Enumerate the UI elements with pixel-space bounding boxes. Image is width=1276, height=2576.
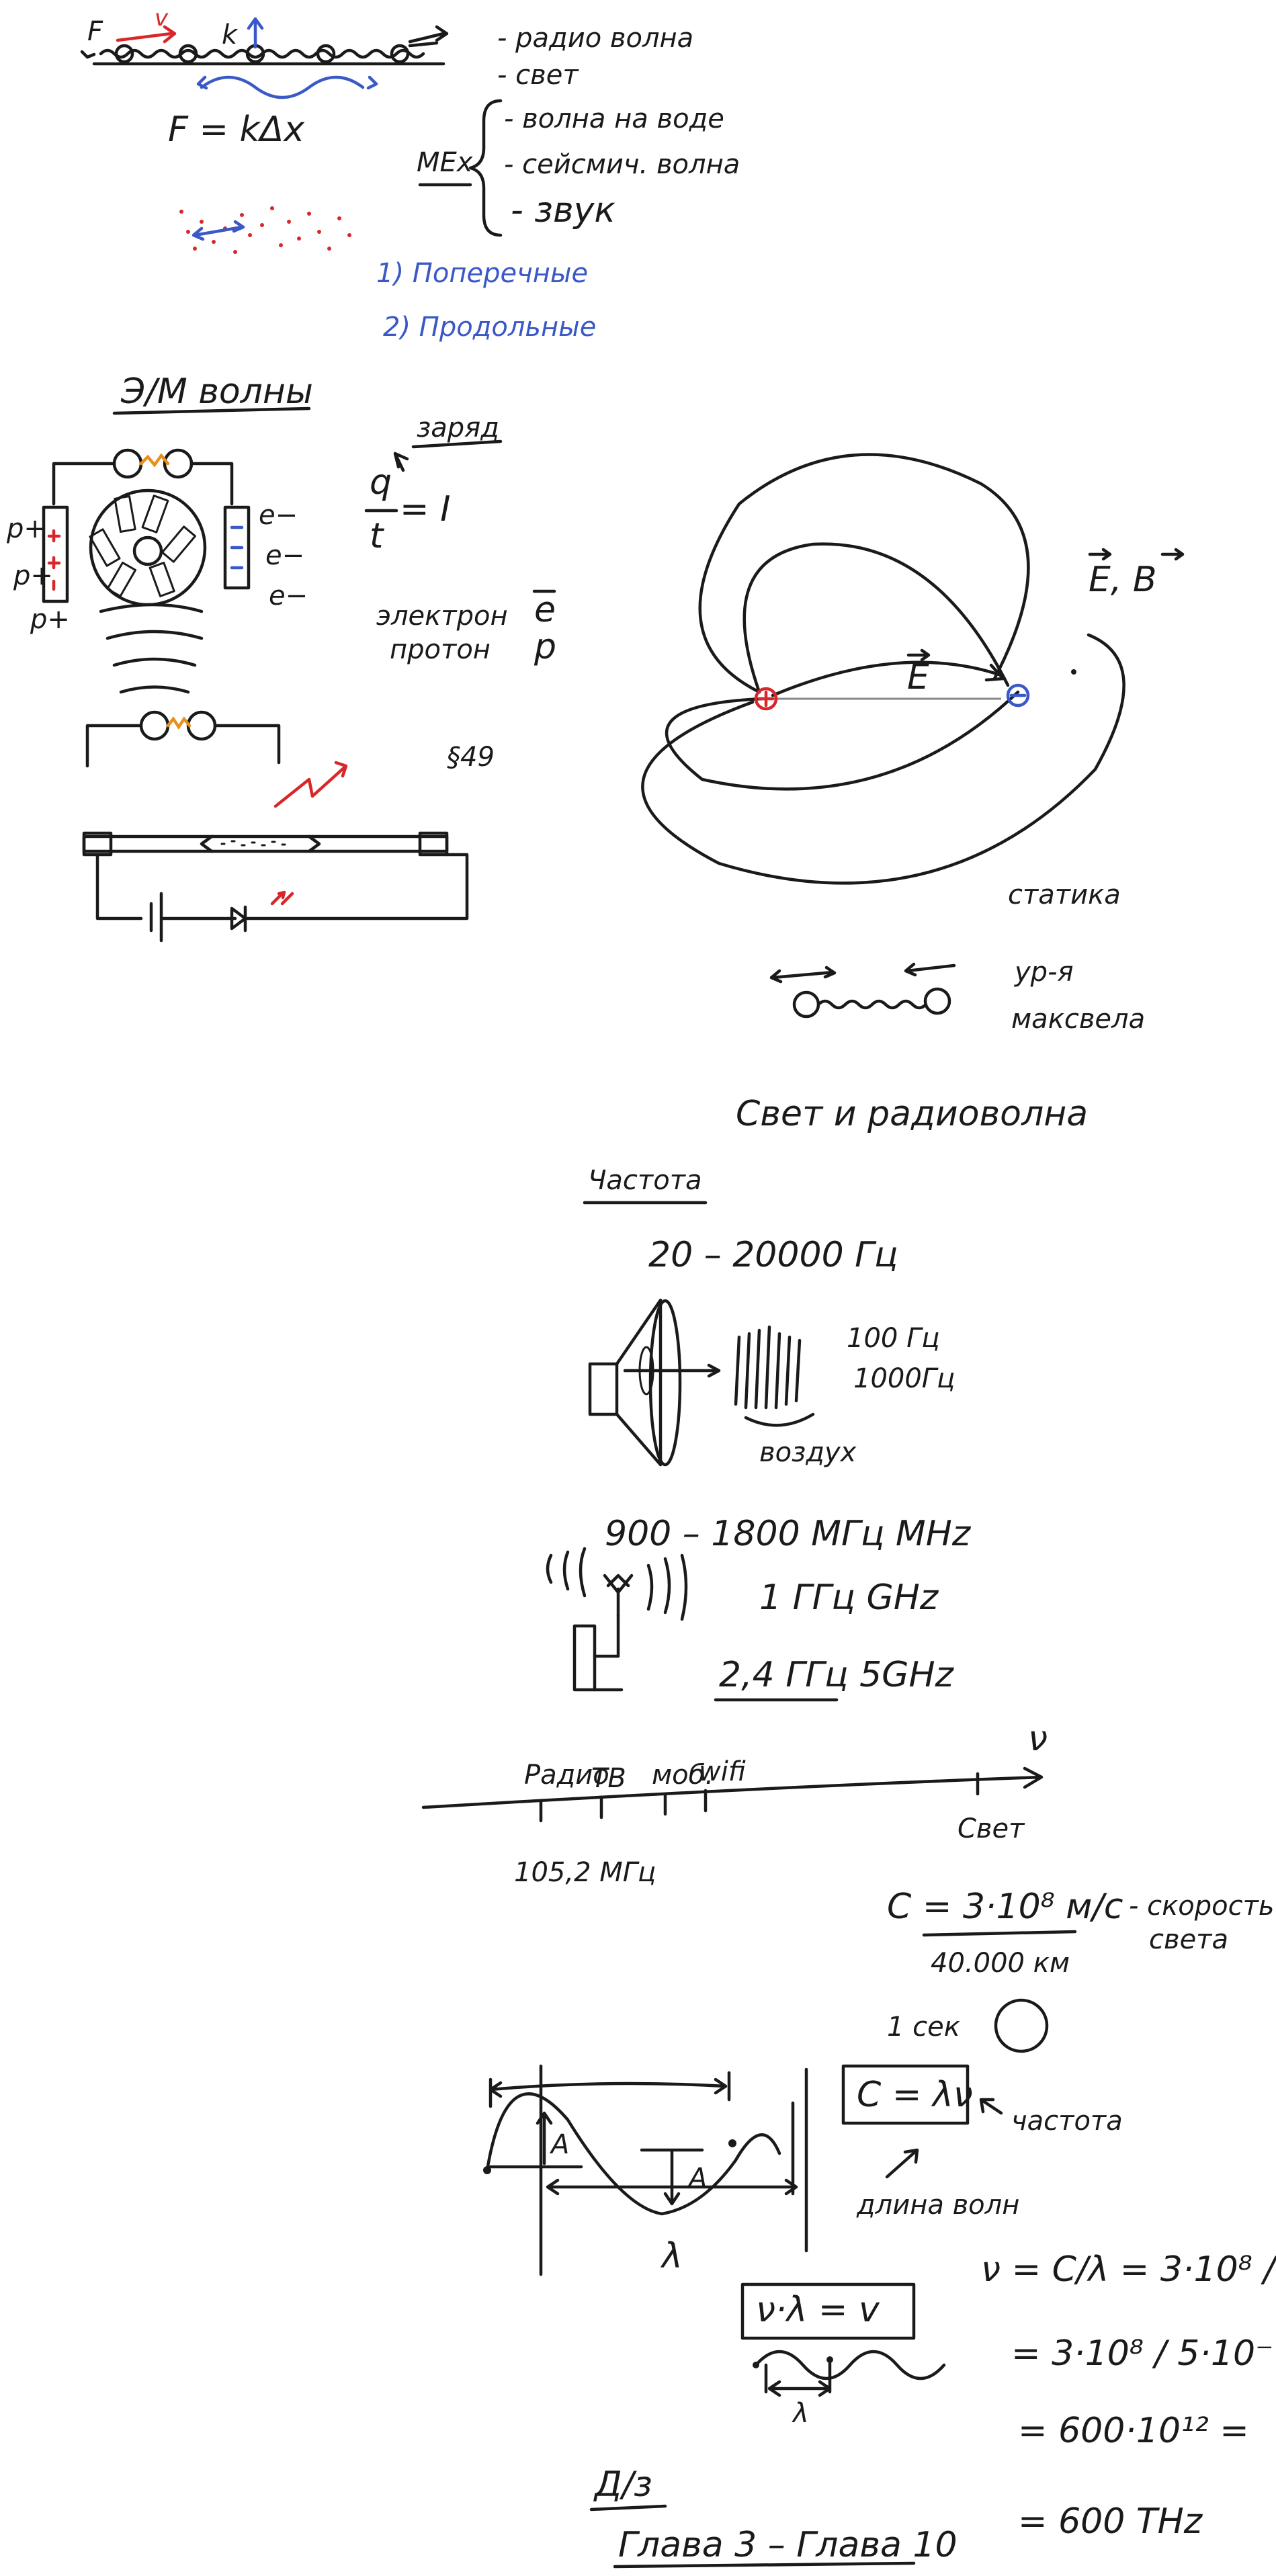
dipole-field-diagram — [642, 455, 1123, 884]
wavelength-note: длина волн — [856, 2190, 1019, 2221]
paragraph-ref: §49 — [447, 742, 495, 773]
maxwell-line-1: ур-я — [1014, 957, 1074, 988]
frequency-note: частота — [1011, 2106, 1123, 2137]
mobile-range: 900 – 1800 МГц MHz — [605, 1514, 972, 1554]
em-waves-title: Э/М волны — [120, 372, 313, 412]
oscillating-dipole — [771, 964, 954, 1017]
radio-frequency: 105,2 МГц — [514, 1857, 656, 1888]
proton-label-3: p+ — [30, 604, 70, 635]
earth-circle — [996, 2000, 1047, 2051]
statika-label: статика — [1008, 879, 1121, 910]
list-item-seismic: - сейсмич. волна — [504, 149, 740, 180]
electron-word: электрон — [376, 601, 508, 632]
electron-symbol: e — [534, 590, 556, 630]
charge-label: заряд — [417, 413, 499, 443]
current-eq: = I — [400, 489, 450, 529]
velocity-label: v — [155, 5, 169, 32]
list-item-radio: - радио волна — [497, 23, 693, 54]
generator-sketch — [44, 450, 279, 766]
light-radio-title: Свет и радиоволна — [736, 1094, 1088, 1134]
calc-line-1: ν = C/λ = 3·10⁸ / 500·10⁻⁹ = — [981, 2249, 1276, 2290]
spring-wave-sketch — [82, 19, 447, 97]
earth-circumference: 40.000 км — [931, 1948, 1070, 1979]
frequency-title: Частота — [588, 1165, 702, 1196]
proton-word: протон — [390, 634, 491, 665]
maxwell-line-2: максвела — [1011, 1004, 1145, 1035]
axis-label-wifi: wifi — [699, 1756, 746, 1787]
axis-light-label: Свет — [958, 1813, 1025, 1844]
wifi-range: 2,4 ГГц 5GHz — [719, 1655, 955, 1695]
spring-k-label: k — [222, 19, 239, 50]
list-item-light: - свет — [497, 60, 579, 91]
force-label: F — [87, 16, 103, 47]
calc-line-3: = 600·10¹² = — [1018, 2411, 1249, 2451]
one-second: 1 сек — [887, 2012, 960, 2043]
small-wave-lambda: λ — [792, 2398, 809, 2429]
wave-type-transverse: 1) Поперечные — [376, 258, 588, 289]
wavelength-label: λ — [660, 2236, 683, 2276]
wave-diagram — [483, 2066, 806, 2274]
ghz-label: 1 ГГц GHz — [759, 1578, 939, 1618]
hooke-formula: F = kΔx — [168, 110, 305, 150]
axis-nu-label: ν — [1028, 1719, 1048, 1759]
proton-symbol: p — [534, 627, 556, 667]
speaker-note-100: 100 Гц — [847, 1323, 940, 1354]
axis-label-tv: ТВ — [591, 1763, 626, 1794]
mechanical-label: MЕx — [417, 147, 473, 178]
charge-q: q — [370, 462, 392, 503]
list-item-sound: - звук — [511, 190, 615, 230]
light-zigzag — [275, 763, 346, 806]
field-vectors-label: E, B — [1089, 560, 1157, 600]
amplitude-label-1: A — [549, 2129, 569, 2160]
photo-tube-circuit — [84, 833, 467, 941]
amplitude-label-2: A — [687, 2163, 707, 2194]
electron-label-1: e− — [259, 500, 298, 531]
list-item-water: - волна на воде — [504, 103, 724, 134]
sound-range: 20 – 20000 Гц — [648, 1235, 898, 1275]
calc-line-2: = 3·10⁸ / 5·10⁻⁷ = 0,6·10¹⁵ = — [1011, 2333, 1276, 2374]
homework-chapters: Глава 3 – Глава 10 — [618, 2525, 958, 2565]
speed-text-2: света — [1149, 1924, 1228, 1955]
longitudinal-dots — [179, 206, 351, 254]
speaker-note-1000: 1000Гц — [853, 1363, 955, 1394]
calc-line-4: = 600 THz — [1018, 2501, 1203, 2542]
air-label: воздух — [759, 1437, 857, 1468]
speed-text-1: - скорость — [1129, 1891, 1275, 1922]
v-formula: ν·λ = v — [756, 2290, 880, 2330]
antenna-sketch — [548, 1549, 686, 1690]
electron-label-3: e− — [269, 581, 308, 611]
homework-label: Д/з — [593, 2464, 652, 2505]
proton-label-1: p+ — [6, 513, 46, 544]
proton-label-2: p+ — [13, 560, 53, 591]
curly-brace — [470, 101, 501, 235]
time-t: t — [370, 516, 384, 556]
wave-type-longitudinal: 2) Продольные — [383, 312, 596, 343]
small-wave-sketch — [753, 2352, 944, 2395]
speed-of-light-formula: C = 3·10⁸ м/с — [887, 1887, 1123, 1927]
e-vector-label: E — [907, 657, 929, 697]
electron-label-2: e− — [265, 540, 304, 571]
c-formula: C = λν — [857, 2075, 973, 2115]
